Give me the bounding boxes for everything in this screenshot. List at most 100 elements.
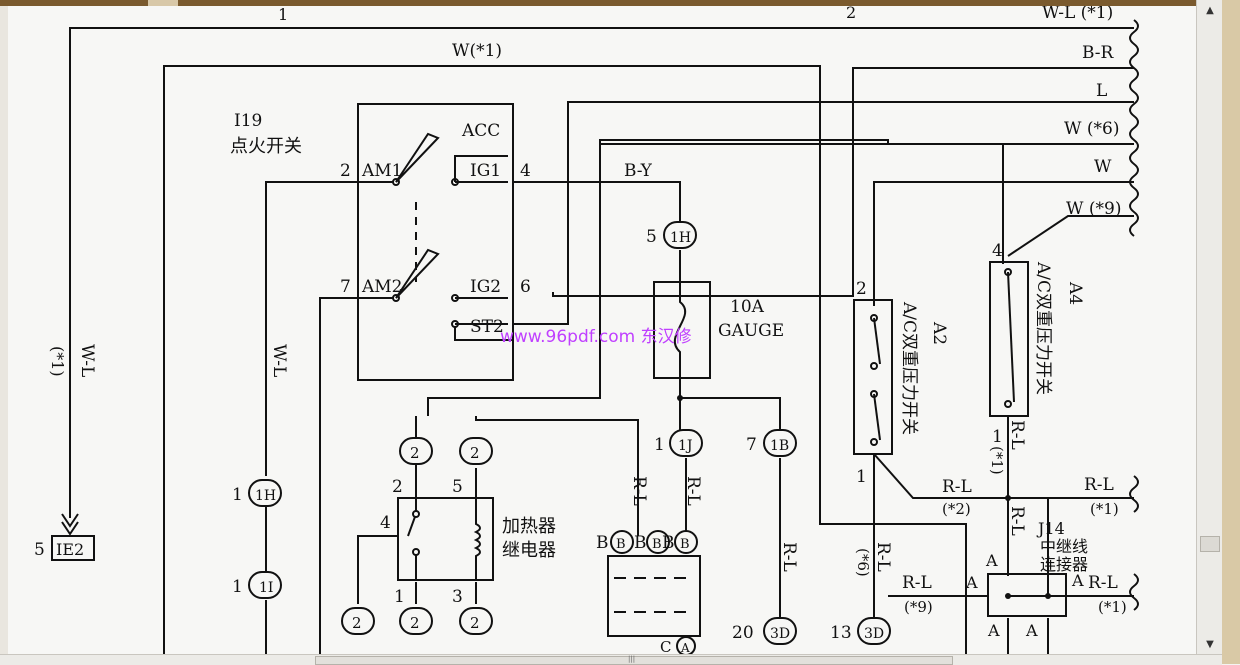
j14-pin-a5: A: [1025, 621, 1038, 640]
wiring-diagram: 1 2 W-L (*1) B-R L W (*6) W W (*9) W(*1)…: [8, 3, 1196, 656]
ruler-right: 2: [846, 6, 856, 22]
am2-pin: 7: [340, 277, 351, 297]
fuse-splice-node: [677, 395, 683, 401]
a2-pin-bottom: 1: [856, 467, 867, 487]
connector-ovals: [248, 221, 891, 656]
relay-pin-3: 3: [452, 587, 463, 607]
a4-pin-top: 4: [992, 241, 1003, 261]
fuse-element: [673, 282, 687, 378]
rl-horizontal-2: R-L: [1084, 475, 1114, 495]
vertical-scrollbar[interactable]: ▲ ▼: [1196, 0, 1223, 654]
ig2-pin: 6: [520, 277, 531, 297]
ignition-code: I19: [234, 111, 262, 131]
b-pin-3-inner: B: [680, 537, 690, 552]
rl-horizontal-4: R-L: [1088, 573, 1118, 593]
conn-1j-pin: 1: [654, 435, 665, 455]
b-pin-1-label: B: [596, 533, 609, 553]
wire-label-wl1: W-L (*1): [1042, 6, 1113, 23]
note-9: (*9): [904, 598, 933, 616]
fuse-amp: 10A: [730, 297, 765, 317]
conn-1h-label: 1H: [255, 488, 276, 504]
conn-1i-pin: 1: [232, 577, 243, 597]
connector-block: [607, 555, 701, 637]
fuse-box: [653, 281, 711, 379]
relay-pin-4: 4: [380, 513, 391, 533]
rl-horizontal-3: R-L: [902, 573, 932, 593]
rl-horizontal-1: R-L: [942, 477, 972, 497]
horizontal-scrollbar[interactable]: |||: [0, 654, 1222, 665]
watermark-text: www.96pdf.com 东汉修: [500, 327, 692, 347]
ruler-left: 1: [278, 6, 288, 24]
rl-label-5: R-L: [1007, 420, 1027, 450]
fuse-conn-label: 1H: [670, 230, 691, 246]
relay-pin-5: 5: [452, 477, 463, 497]
scroll-grip-icon: |||: [628, 655, 636, 663]
a2-pin-top: 2: [856, 279, 867, 299]
ig1-pin: 4: [520, 161, 531, 181]
heater-relay-box: [397, 497, 494, 581]
a-pin-inner: A: [680, 641, 690, 654]
right-margin: [1222, 0, 1240, 664]
am1-label: AM1: [361, 161, 403, 181]
a2-code: A2: [929, 321, 949, 345]
conn-3d-20-label: 3D: [770, 626, 790, 642]
ig1-label: IG1: [470, 161, 501, 181]
wire-label-w9: W (*9): [1066, 199, 1121, 219]
a4-code: A4: [1065, 281, 1085, 305]
a2-contacts: [870, 314, 881, 446]
relay-name-2: 继电器: [502, 540, 556, 561]
rl-label-2: R-L: [683, 476, 703, 506]
conn-1b-label: 1B: [770, 438, 789, 454]
ie2-pin: 5: [34, 540, 45, 560]
window-tab[interactable]: [148, 0, 178, 6]
ie2-label: IE2: [56, 540, 84, 559]
j14-name-2: 连接器: [1040, 555, 1088, 574]
ie2-arrow: [61, 513, 79, 536]
fuse-conn-pin: 5: [646, 227, 657, 247]
wire-label-l: L: [1096, 81, 1107, 101]
am2-label: AM2: [361, 277, 403, 297]
vertical-scroll-thumb[interactable]: [1200, 536, 1220, 552]
conn-3d-13-pin: 13: [830, 623, 852, 643]
j14-node-1: [1005, 593, 1011, 599]
conn-3d-20-pin: 20: [732, 623, 754, 643]
wires: [69, 19, 1139, 654]
b-pin-2-label: B: [634, 533, 647, 553]
scroll-up-icon[interactable]: ▲: [1206, 5, 1214, 16]
ignition-acc: ACC: [461, 121, 500, 141]
conn-1j-label: 1J: [678, 438, 693, 454]
relay-conn-a: 2: [410, 444, 420, 462]
a4-pin-bottom: 1: [992, 427, 1003, 447]
j14-connector-box: [987, 573, 1067, 617]
note-6: (*6): [854, 548, 872, 577]
b-pin-3-label: B: [662, 533, 675, 553]
ignition-switch-box: [357, 103, 514, 381]
splice-node: [1005, 495, 1011, 501]
c-pin-label: C: [660, 638, 671, 654]
a4-switch-box: [989, 261, 1029, 417]
relay-conn-b: 2: [470, 444, 480, 462]
conn-3d-13-label: 3D: [864, 626, 884, 642]
a2-switch-box: [853, 299, 893, 455]
rl-label-4: R-L: [873, 542, 893, 572]
relay-internals: [407, 498, 481, 580]
by-wire-label: B-Y: [624, 161, 653, 181]
note-2: (*2): [942, 500, 971, 518]
b-pin-2-inner: B: [652, 537, 662, 552]
rl-label-1: R-L: [629, 476, 649, 506]
ig2-label: IG2: [470, 277, 501, 297]
ignition-contacts: [392, 132, 508, 328]
a4-name: A/C双重压力开关: [1033, 261, 1053, 395]
note-1-a: (*1): [1090, 500, 1119, 518]
conn-1b-pin: 7: [746, 435, 757, 455]
scroll-down-icon[interactable]: ▼: [1206, 639, 1214, 650]
j14-code: J14: [1036, 519, 1065, 538]
j14-pin-a2: A: [965, 573, 978, 592]
conn-1i-label: 1I: [259, 580, 273, 596]
top-wire-label: W(*1): [452, 41, 502, 61]
b-pin-1-inner: B: [616, 537, 626, 552]
a2-name: A/C双重压力开关: [899, 301, 919, 435]
a4-contacts: [1004, 268, 1015, 408]
wire-label-br: B-R: [1082, 43, 1115, 63]
relay-conn-d: 2: [410, 614, 420, 632]
